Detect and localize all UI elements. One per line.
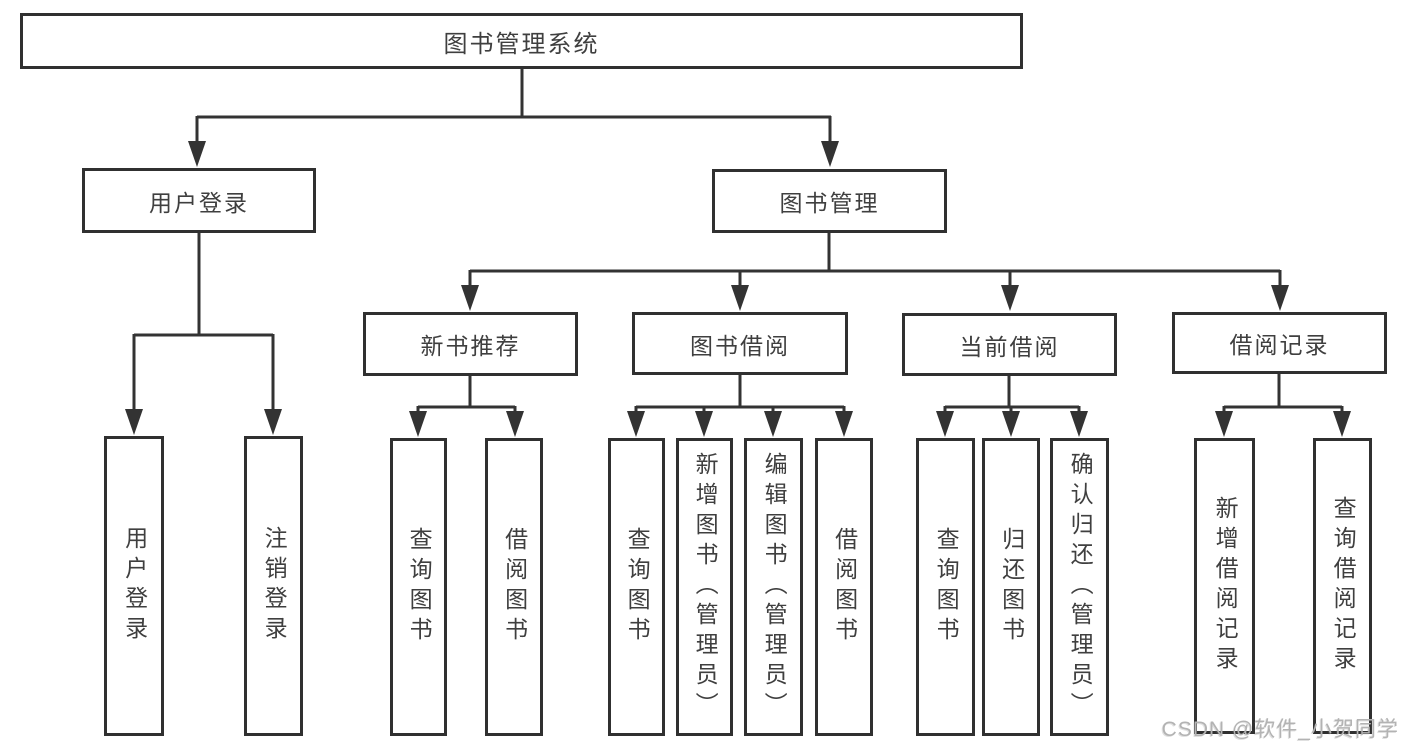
connector-borrow-children — [627, 375, 853, 437]
node-current: 当前借阅 — [902, 313, 1117, 376]
leaf-records-add-label: 新增借阅记录 — [1212, 496, 1239, 676]
node-borrow: 图书借阅 — [632, 312, 848, 375]
leaf-user-login-logout: 注销登录 — [244, 436, 303, 736]
leaf-borrow-borrow-label: 借阅图书 — [831, 527, 858, 647]
node-current-label: 当前借阅 — [959, 333, 1060, 360]
connector-book-mgmt-children — [461, 233, 1289, 311]
leaf-current-confirm: 确认归还（管理员） — [1050, 438, 1109, 736]
connector-records-children — [1215, 374, 1351, 437]
csdn-watermark: CSDN @软件_小贺同学 — [1161, 718, 1399, 741]
leaf-user-login-login: 用户登录 — [104, 436, 164, 736]
connector-current-children — [936, 376, 1088, 437]
leaf-borrow-edit: 编辑图书（管理员） — [744, 438, 803, 736]
connector-user-login-children — [125, 233, 282, 435]
leaf-current-query-label: 查询图书 — [933, 527, 960, 647]
node-borrow-label: 图书借阅 — [690, 332, 790, 359]
node-user-login-label: 用户登录 — [149, 189, 249, 216]
node-book-mgmt-label: 图书管理 — [779, 190, 880, 216]
leaf-borrow-query: 查询图书 — [608, 438, 665, 736]
leaf-user-login-login-label: 用户登录 — [121, 526, 148, 646]
leaf-new-book-borrow: 借阅图书 — [485, 438, 543, 736]
leaf-current-return: 归还图书 — [982, 438, 1040, 736]
connector-root-children — [188, 69, 839, 167]
node-book-mgmt: 图书管理 — [712, 169, 947, 233]
leaf-new-book-query-label: 查询图书 — [406, 527, 433, 647]
connector-new-book-children — [409, 376, 524, 437]
leaf-borrow-edit-label: 编辑图书（管理员） — [761, 452, 788, 722]
leaf-borrow-borrow: 借阅图书 — [815, 438, 873, 736]
node-new-book: 新书推荐 — [363, 312, 578, 376]
leaf-borrow-add: 新增图书（管理员） — [676, 438, 733, 736]
node-new-book-label: 新书推荐 — [420, 333, 521, 359]
leaf-current-return-label: 归还图书 — [998, 527, 1025, 647]
node-root-library-system: 图书管理系统 — [20, 13, 1023, 69]
leaf-new-book-query: 查询图书 — [390, 438, 447, 736]
leaf-borrow-add-label: 新增图书（管理员） — [692, 452, 719, 722]
leaf-user-login-logout-label: 注销登录 — [261, 526, 288, 646]
node-records: 借阅记录 — [1172, 312, 1387, 374]
leaf-borrow-query-label: 查询图书 — [624, 527, 651, 647]
leaf-current-query: 查询图书 — [916, 438, 975, 736]
leaf-records-add: 新增借阅记录 — [1194, 438, 1255, 734]
leaf-current-confirm-label: 确认归还（管理员） — [1067, 452, 1094, 722]
node-records-label: 借阅记录 — [1229, 332, 1330, 358]
leaf-records-query: 查询借阅记录 — [1313, 438, 1372, 734]
leaf-new-book-borrow-label: 借阅图书 — [501, 527, 528, 647]
node-root-label: 图书管理系统 — [443, 30, 600, 58]
node-user-login: 用户登录 — [82, 168, 316, 233]
leaf-records-query-label: 查询借阅记录 — [1330, 496, 1357, 676]
